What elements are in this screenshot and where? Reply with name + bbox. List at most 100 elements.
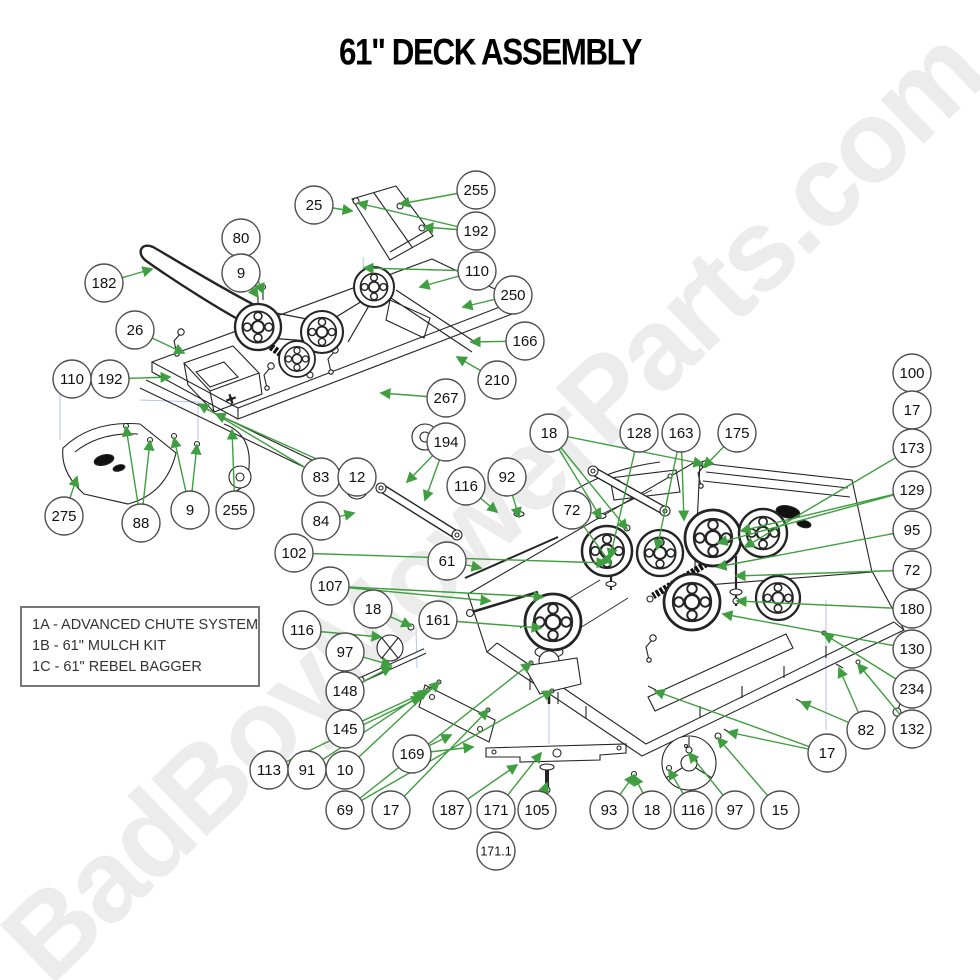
callout-25: 25 [294, 185, 334, 225]
leader-line [739, 489, 913, 535]
callout-163: 163 [661, 413, 701, 453]
callout-label: 187 [439, 802, 464, 819]
callout-label: 72 [904, 562, 921, 579]
callout-label: 61 [439, 553, 456, 570]
callout-182: 182 [84, 263, 124, 303]
callout-210: 210 [477, 360, 517, 400]
callout-label: 173 [899, 440, 924, 457]
callout-label: 83 [313, 469, 330, 486]
callout-label: 17 [383, 802, 400, 819]
callout-label: 25 [306, 197, 323, 214]
callout-95: 95 [892, 510, 932, 550]
callout-label: 234 [899, 681, 924, 698]
callout-145: 145 [325, 709, 365, 749]
callout-173: 173 [892, 428, 932, 468]
leader-line [390, 708, 490, 811]
leader-line [721, 610, 913, 650]
callout-label: 182 [91, 275, 116, 292]
callout-171: 171 [476, 790, 516, 830]
callout-72: 72 [892, 550, 932, 590]
callout-116: 116 [673, 790, 713, 830]
callout-label: 97 [337, 644, 354, 661]
callout-label: 129 [899, 482, 924, 499]
callout-69: 69 [325, 790, 365, 830]
callout-116: 116 [446, 466, 486, 506]
leader-line [548, 432, 705, 468]
callout-label: 15 [772, 802, 789, 819]
callout-161: 161 [418, 600, 458, 640]
callout-label: 9 [186, 502, 194, 519]
callout-label: 163 [668, 425, 693, 442]
callout-234: 234 [892, 669, 932, 709]
callout-80: 80 [221, 218, 261, 258]
callout-250: 250 [493, 275, 533, 315]
callout-label: 130 [899, 641, 924, 658]
callout-17: 17 [892, 390, 932, 430]
callout-102: 102 [274, 533, 314, 573]
callout-label: 128 [626, 425, 651, 442]
callout-275: 275 [44, 496, 84, 536]
callout-97: 97 [715, 790, 755, 830]
callout-113: 113 [249, 750, 289, 790]
callout-label: 12 [349, 469, 366, 486]
callout-18: 18 [632, 790, 672, 830]
callout-label: 148 [332, 683, 357, 700]
leader-line [653, 688, 828, 754]
callout-110: 110 [52, 359, 92, 399]
callout-84: 84 [301, 501, 341, 541]
callout-label: 116 [454, 478, 478, 495]
callout-88: 88 [121, 503, 161, 543]
callout-91: 91 [287, 750, 327, 790]
callout-label: 17 [819, 745, 836, 762]
callout-label: 166 [512, 333, 537, 350]
callout-194: 194 [426, 422, 466, 462]
callout-label: 92 [499, 469, 516, 486]
leader-line [329, 585, 545, 603]
callout-166: 166 [505, 321, 545, 361]
callout-label: 161 [425, 612, 450, 629]
callout-169: 169 [392, 734, 432, 774]
callout-label: 97 [727, 802, 744, 819]
callout-192: 192 [456, 211, 496, 251]
callout-18: 18 [529, 413, 569, 453]
callout-label: 18 [365, 601, 382, 618]
callout-130: 130 [892, 629, 932, 669]
callout-label: 95 [904, 522, 921, 539]
callout-label: 102 [281, 545, 306, 562]
callout-105: 105 [517, 790, 557, 830]
callout-255: 255 [215, 490, 255, 530]
callout-10: 10 [325, 750, 365, 790]
callout-label: 91 [299, 762, 316, 779]
callout-93: 93 [589, 790, 629, 830]
callout-label: 194 [433, 434, 458, 451]
callout-61: 61 [427, 541, 467, 581]
callout-label: 116 [290, 622, 314, 639]
callout-132: 132 [892, 709, 932, 749]
callout-label: 93 [601, 802, 618, 819]
callout-label: 72 [564, 502, 581, 519]
callout-label: 9 [237, 265, 245, 282]
callout-label: 10 [337, 762, 354, 779]
callout-label: 275 [51, 508, 76, 525]
callout-label: 145 [332, 721, 357, 738]
callout-267: 267 [426, 378, 466, 418]
callout-label: 192 [463, 223, 488, 240]
callout-9: 9 [170, 490, 210, 530]
legend-item-1b: 1B - 61" MULCH KIT [32, 638, 167, 654]
callout-label: 267 [433, 390, 458, 407]
callout-175: 175 [717, 413, 757, 453]
callout-129: 129 [892, 470, 932, 510]
callout-label: 255 [463, 182, 488, 199]
leader-line [606, 432, 640, 560]
callout-116: 116 [282, 610, 322, 650]
callout-83: 83 [301, 457, 341, 497]
callout-label: 80 [233, 230, 250, 247]
callout-label: 17 [904, 402, 921, 419]
leader-line [653, 432, 682, 551]
callout-label: 84 [313, 513, 330, 530]
callout-15: 15 [760, 790, 800, 830]
callout-label: 82 [858, 722, 875, 739]
callout-72: 72 [552, 490, 592, 530]
leader-line [715, 529, 913, 571]
